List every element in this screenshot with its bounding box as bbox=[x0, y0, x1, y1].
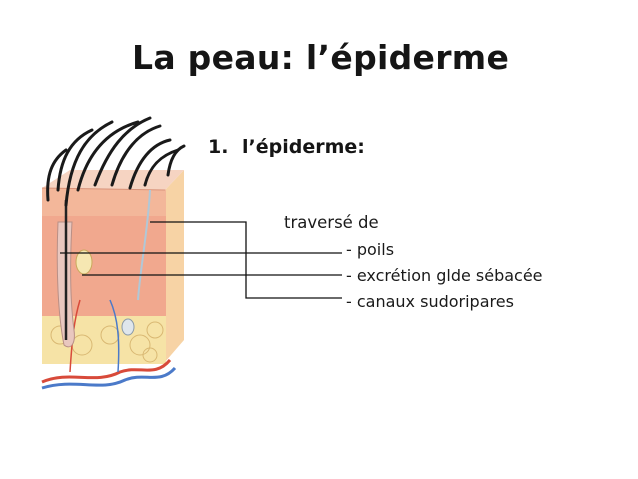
epidermis-layer bbox=[42, 188, 166, 218]
artery bbox=[41, 358, 172, 384]
label-excretion-sebacee: - excrétion glde sébacée bbox=[346, 266, 543, 285]
list-number: 1. bbox=[208, 136, 229, 158]
sebaceous-gland bbox=[75, 249, 93, 275]
hairs bbox=[46, 116, 186, 207]
sweat-gland bbox=[121, 318, 135, 336]
sweat-duct bbox=[137, 189, 151, 301]
label-canaux-sudoripares: - canaux sudoripares bbox=[346, 292, 514, 311]
diagram-heading: traversé de bbox=[284, 213, 379, 232]
vein bbox=[41, 366, 177, 390]
fat-lobules bbox=[50, 321, 164, 363]
pointer-lines bbox=[60, 221, 342, 299]
skin-side-face bbox=[165, 170, 184, 362]
list-item-epiderme: 1. l’épiderme: bbox=[208, 136, 365, 158]
list-text: l’épiderme: bbox=[242, 136, 365, 158]
slide-title: La peau: l’épiderme bbox=[132, 38, 510, 77]
label-poils: - poils bbox=[346, 240, 395, 259]
